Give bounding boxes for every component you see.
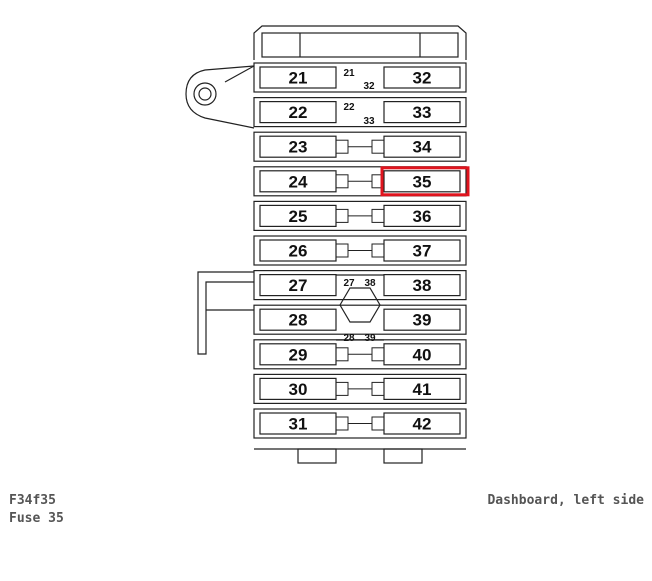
fuse-row: 21 32 [253, 62, 467, 93]
fuse-contact [335, 416, 349, 431]
fuse-contact [371, 416, 385, 431]
center-label: 22 [343, 102, 355, 113]
fuse-number-left: 23 [289, 138, 308, 157]
fuse-number-right: 39 [413, 311, 432, 330]
center-label: 27 [343, 278, 355, 289]
fuse-number-right: 42 [413, 415, 432, 434]
fuse-row: 27 38 [253, 270, 467, 301]
fuse-contact [371, 347, 385, 362]
fuse-row-housing [253, 408, 467, 439]
fuse-code-caption: F34f35 [9, 493, 56, 508]
center-label: 39 [364, 333, 376, 344]
fuse-slot-left[interactable] [259, 308, 337, 331]
fuse-slot-left[interactable] [259, 66, 337, 89]
fuse-slot-right[interactable] [383, 66, 461, 89]
fuse-row-housing [253, 373, 467, 404]
fuse-contact [371, 243, 385, 258]
fuse-row-housing [253, 96, 467, 128]
fuse-row: 31 42 [253, 408, 467, 439]
fuse-box-top-cap [253, 25, 467, 60]
center-label: 38 [364, 278, 376, 289]
fuse-contact [335, 381, 349, 396]
center-label: 21 [343, 68, 355, 79]
mounting-hole-inner [198, 87, 212, 101]
highlighted-fuse-marker [380, 166, 470, 197]
fuse-row-housing [253, 339, 467, 370]
fuse-number-right: 38 [413, 276, 432, 295]
center-label: 33 [363, 116, 375, 127]
mounting-hole-outer [193, 82, 217, 106]
fuse-number-left: 21 [289, 69, 308, 88]
fuse-contact [371, 381, 385, 396]
fuse-number-left: 30 [289, 380, 308, 399]
fuse-row: 29 40 [253, 339, 467, 370]
fuse-number-left: 27 [289, 276, 308, 295]
fuse-row: 30 41 [253, 373, 467, 404]
fuse-number-left: 28 [289, 311, 308, 330]
fuse-contact [335, 208, 349, 223]
fuse-number-right: 37 [413, 242, 432, 261]
mounting-tab [185, 65, 255, 129]
side-bracket [197, 271, 254, 355]
bottom-foot-left [297, 448, 337, 464]
fuse-row: 26 37 [253, 235, 467, 266]
fuse-number-left: 22 [289, 103, 308, 122]
fuse-number-left: 25 [289, 207, 308, 226]
fuse-number-left: 31 [289, 415, 308, 434]
fuse-row: 22 33 [253, 96, 467, 128]
fuse-contact [335, 243, 349, 258]
fuse-slot-left[interactable] [259, 100, 337, 124]
fuse-number-left: 26 [289, 242, 308, 261]
fuse-number-right: 33 [413, 103, 432, 122]
fuse-number-right: 40 [413, 345, 432, 364]
fuse-row: 23 34 [253, 131, 467, 162]
fuse-slot-left[interactable] [259, 274, 337, 297]
fuse-row-housing [253, 62, 467, 93]
fuse-slot-right[interactable] [383, 100, 461, 124]
fuse-number-right: 32 [413, 69, 432, 88]
fuse-row: 25 36 [253, 200, 467, 231]
fuse-location-caption: Dashboard, left side [487, 493, 644, 508]
fuse-row: 28 39 [253, 304, 467, 335]
center-label: 32 [363, 81, 375, 92]
fuse-row-housing [253, 304, 467, 335]
fuse-contact [335, 347, 349, 362]
fuse-slot-right[interactable] [383, 308, 461, 331]
bottom-foot-right [383, 448, 423, 464]
fuse-number-right: 34 [413, 138, 432, 157]
fuse-slot-right[interactable] [383, 274, 461, 297]
fuse-number-right: 41 [413, 380, 432, 399]
fuse-contact [335, 174, 349, 189]
fuse-name-caption: Fuse 35 [9, 511, 64, 526]
fuse-number-left: 29 [289, 345, 308, 364]
fuse-number-left: 24 [289, 172, 308, 191]
fuse-contact [371, 208, 385, 223]
fuse-contact [371, 139, 385, 154]
fuse-number-right: 36 [413, 207, 432, 226]
fuse-row-housing [253, 200, 467, 231]
fuse-row: 24 35 [253, 166, 470, 197]
fuse-row-housing [253, 235, 467, 266]
fuse-box-diagram: 21 32 22 33 23 34 24 35 25 36 26 37 27 38 28 39 29 40 30 41… [185, 25, 470, 464]
fuse-number-right: 35 [413, 172, 432, 191]
center-label: 28 [343, 333, 355, 344]
fuse-row-housing [253, 270, 467, 301]
fuse-contact [335, 139, 349, 154]
fuse-row-housing [253, 131, 467, 162]
fuse-row-housing [253, 166, 467, 197]
